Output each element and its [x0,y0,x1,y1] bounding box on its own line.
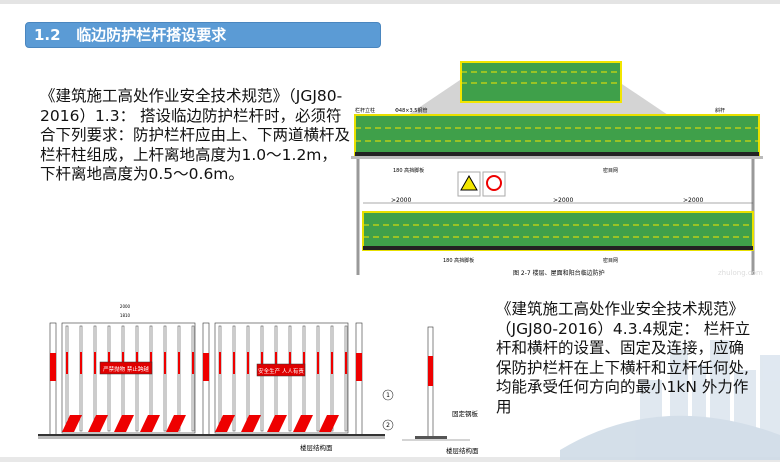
hazard-stripe [215,415,235,432]
toeboard-label: 180 高挡脚板 [393,167,424,174]
spacing-label: >2000 [391,197,411,204]
edge-protection-diagram: >2000 >2000 >2000 栏杆立柱 Φ48×3.5钢管 斜杆 180 … [351,61,763,277]
hazard-stripe [241,415,261,432]
fence-part [93,325,97,432]
fence-part [192,352,194,374]
fence-part [218,325,222,432]
marker-2: 2 [386,422,390,429]
hazard-stripe [319,415,339,432]
width-inner-label: 1810 [120,313,131,318]
marker-1: 1 [386,392,390,399]
sign-right: 安全生产 人人有责 [258,367,304,375]
fence-part [203,353,209,381]
fence-part [289,352,291,374]
fence-part [178,352,180,374]
fence-part [246,325,250,432]
hazard-stripe [267,415,287,432]
guardrail-elevation-drawing: 严禁抛物 禁止跨越 安全生产 人人有责 2000 1810 1 2 楼层结构面 … [38,304,479,455]
fence-part [80,352,82,374]
bottom-bar [0,457,780,462]
hazard-stripe [62,415,82,432]
fence-part [79,325,83,432]
fence-part [191,325,195,432]
hazard-stripe [166,415,186,432]
hazard-stripe [88,415,108,432]
fence-part [65,325,69,432]
fence-part [94,352,96,374]
regulation-paragraph-2: 《建筑施工高处作业安全技术规范》（JGJ80-2016）4.3.4规定： 栏杆立… [496,300,751,416]
plate-label: 固定钢板 [452,409,479,418]
net-label: 密目网 [603,257,618,264]
top-bar [0,0,780,4]
fence-part [288,325,292,432]
fence-part [316,325,320,432]
post-label: 栏杆立柱 [355,107,375,114]
fence-part [261,352,263,374]
fence-part [50,353,56,381]
brace-label: 斜杆 [715,107,725,114]
regulation-paragraph-1: 《建筑施工高处作业安全技术规范》（JGJ80-2016）1.3： 搭设临边防护栏… [40,87,351,183]
floor-label: 楼层结构面 [446,446,479,455]
fence-part [344,325,348,432]
floor-label: 楼层结构面 [300,443,333,452]
fence-part [163,325,167,432]
fence-part [330,325,334,432]
slide-title: 1.2 临边防护栏杆搭设要求 [25,22,381,48]
fence-part [107,325,111,432]
hazard-stripe [114,415,134,432]
fence-part [303,352,305,374]
fence-part [317,352,319,374]
fence-part [275,352,277,374]
fence-part [177,325,181,432]
fence-part [356,353,362,381]
fence-part [260,325,264,432]
fence-part [135,325,139,432]
fence-part [232,325,236,432]
figure-caption: 图 2-7 楼层、屋面和阳台临边防护 [513,269,605,277]
fence-part [214,322,349,434]
sign-left: 严禁抛物 禁止跨越 [103,365,149,373]
fence-part [247,352,249,374]
fence-part [345,352,347,374]
spacing-label: >2000 [683,197,703,204]
hazard-stripe [140,415,160,432]
fence-part [164,352,166,374]
city-skyline-background [560,340,780,460]
width-total-label: 2000 [120,304,131,309]
hazard-stripe [293,415,313,432]
toeboard-label: 180 高挡脚板 [443,257,474,264]
net-label: 密目网 [603,167,618,174]
spacing-label: >2000 [553,197,573,204]
fence-part [219,352,221,374]
fence-part [61,322,196,434]
fence-part [66,352,68,374]
fence-part [331,352,333,374]
watermark: zhulong.com [718,269,763,277]
fence-part [233,352,235,374]
pipe-label: Φ48×3.5钢管 [395,107,427,114]
